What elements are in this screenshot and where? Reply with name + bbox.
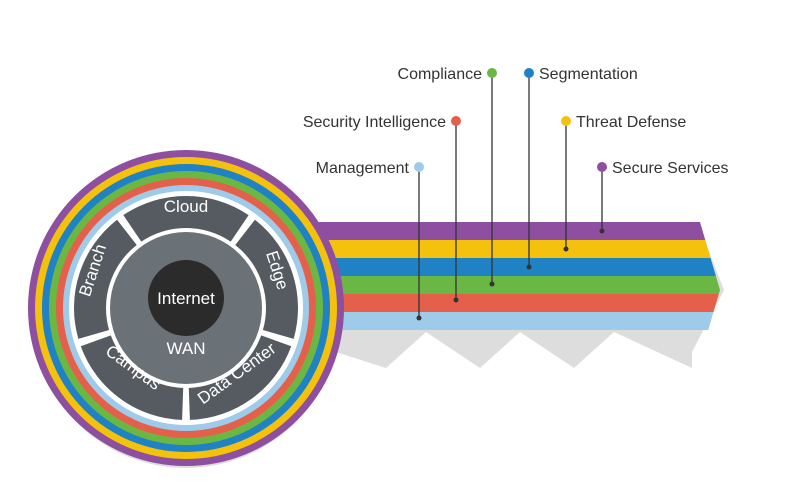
internet-label: Internet	[157, 289, 215, 308]
label-threat-defense: Threat Defense	[576, 114, 686, 131]
shaft-band-secure-services	[300, 222, 706, 240]
shaft-band-threat-defense	[300, 240, 711, 258]
shaft-band-management	[300, 312, 714, 330]
label-security-intelligence: Security Intelligence	[303, 114, 446, 131]
callout-end-secure-services	[599, 228, 605, 234]
segment-edge	[235, 219, 298, 339]
callouts: Compliance Segmentation Security Intelli…	[303, 66, 729, 321]
internet-circle	[148, 260, 224, 336]
shaft-band-security-intelligence	[300, 294, 719, 312]
callout-end-segmentation	[526, 264, 532, 270]
shaft-band-segmentation	[300, 258, 716, 276]
callout-dot-management	[414, 162, 424, 172]
ring-segments	[74, 196, 298, 420]
label-secure-services: Secure Services	[612, 160, 729, 177]
segment-cloud	[123, 196, 249, 242]
label-segmentation: Segmentation	[539, 66, 638, 83]
callout-dot-secure-services	[597, 162, 607, 172]
callout-dot-threat-defense	[561, 116, 571, 126]
shaft-band-compliance	[300, 276, 720, 294]
callout-dot-segmentation	[524, 68, 534, 78]
label-compliance: Compliance	[398, 66, 483, 83]
segment-label-cloud: Cloud	[164, 197, 208, 216]
segment-data-center	[188, 335, 292, 420]
segment-branch	[74, 219, 137, 339]
callout-dot-compliance	[487, 68, 497, 78]
callout-dot-security-intelligence	[451, 116, 461, 126]
callout-end-compliance	[489, 281, 495, 287]
key-shaft	[300, 222, 720, 330]
segment-campus	[80, 335, 184, 420]
callout-end-security-intelligence	[453, 297, 459, 303]
callout-end-management	[416, 315, 422, 321]
callout-end-threat-defense	[563, 246, 569, 252]
label-management: Management	[316, 160, 410, 177]
wan-label: WAN	[166, 339, 205, 358]
